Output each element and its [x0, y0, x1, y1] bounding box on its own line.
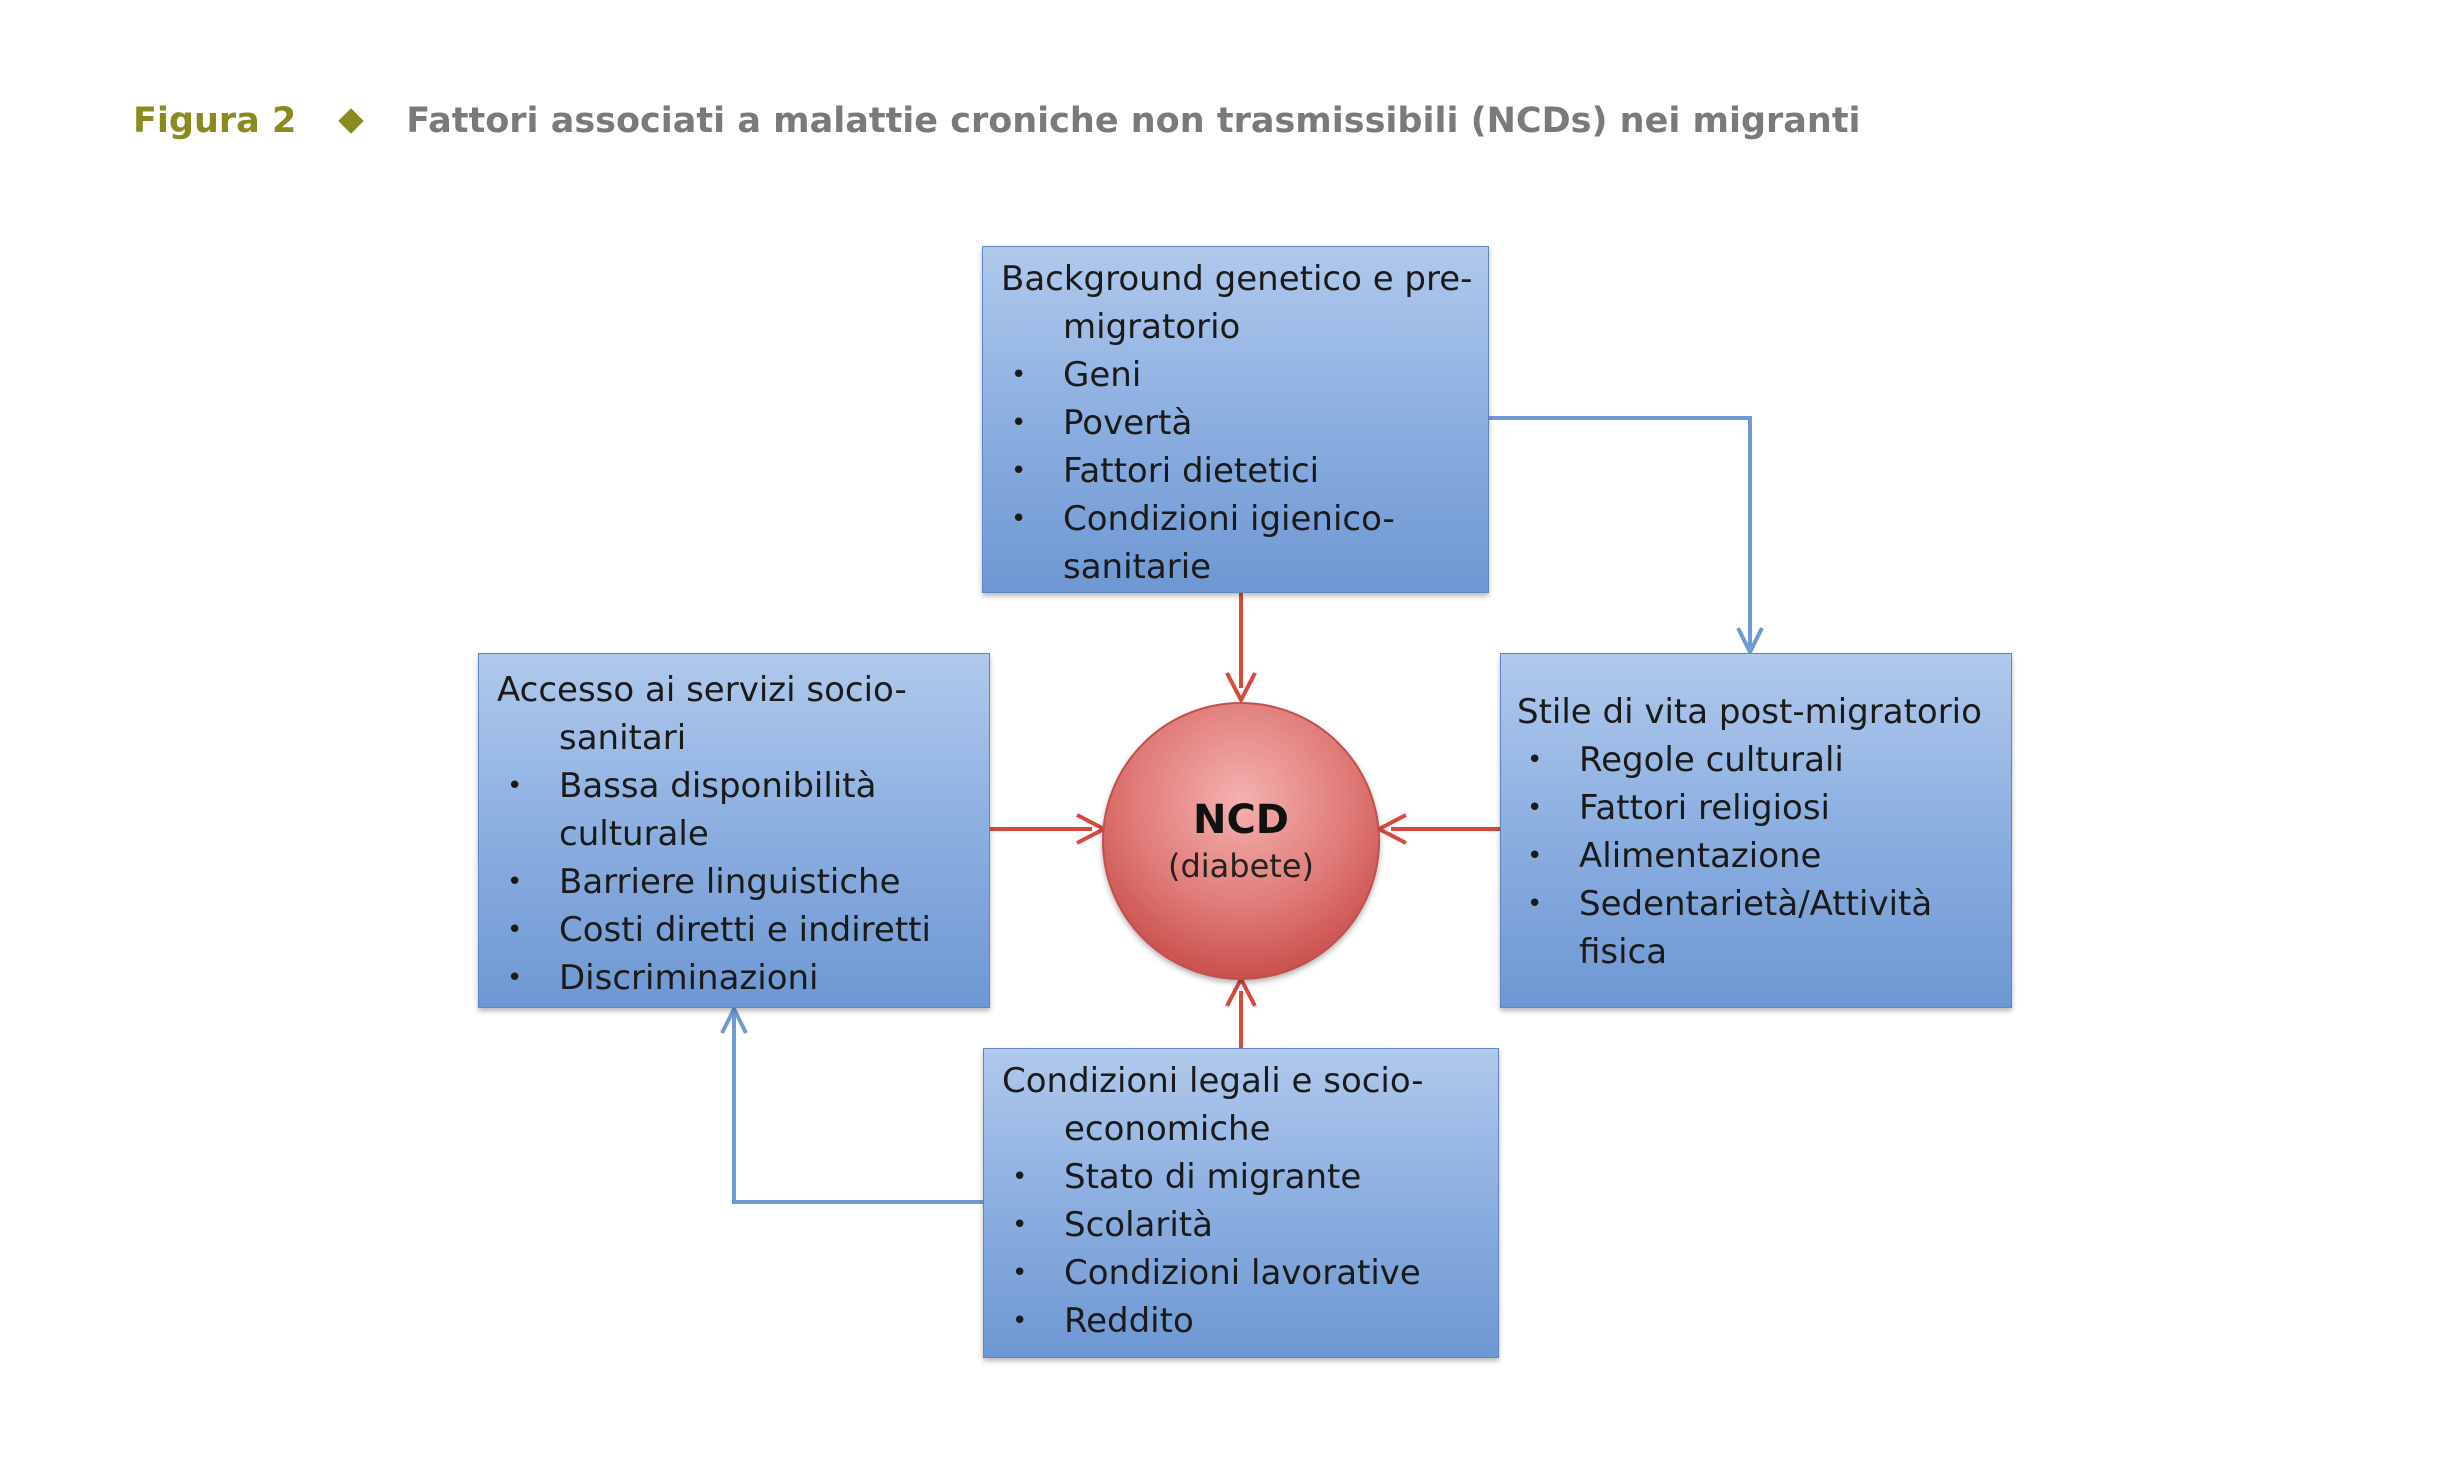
bullet-icon: •: [507, 915, 523, 945]
factor-list: • Bassa disponibilità culturale • Barriere…: [497, 762, 977, 1002]
list-item: • Alimentazione: [1517, 832, 1999, 880]
list-item: • Bassa disponibilità culturale: [497, 762, 977, 858]
list-item: • Sedentarietà/Attività fisica: [1517, 880, 1999, 976]
box-health-access: Accesso ai servizi socio-sanitari • Bassa…: [478, 653, 990, 1008]
list-item: • Scolarità: [1002, 1201, 1486, 1249]
ncd-title: NCD: [1192, 797, 1290, 843]
item-label: Reddito: [1064, 1301, 1194, 1341]
ncd-subtitle: (diabete): [1167, 847, 1314, 885]
list-item: • Condizioni igienico-sanitarie: [1001, 495, 1476, 591]
ncd-center-label: NCD (diabete): [1103, 703, 1379, 979]
list-item: • Barriere linguistiche: [497, 858, 977, 906]
list-item: • Regole culturali: [1517, 736, 1999, 784]
item-label: Discriminazioni: [559, 958, 819, 998]
bullet-icon: •: [507, 771, 523, 801]
bullet-icon: •: [1012, 1210, 1028, 1240]
figure-title: Fattori associati a malattie croniche no…: [406, 101, 1861, 141]
list-item: • Povertà: [1001, 399, 1476, 447]
factor-list: • Geni • Povertà • Fattori dietetici • Condi…: [1001, 351, 1476, 591]
bullet-icon: •: [1012, 1162, 1028, 1192]
box-genetic-background: Background genetico e pre-migratorio • Ge…: [982, 246, 1489, 593]
bullet-icon: •: [1527, 889, 1543, 919]
list-item: • Stato di migrante: [1002, 1153, 1486, 1201]
bullet-icon: •: [1011, 360, 1027, 390]
connector-right-to-center: [1374, 813, 1500, 845]
bullet-icon: •: [1527, 793, 1543, 823]
bullet-icon: •: [1012, 1306, 1028, 1336]
item-label: Scolarità: [1064, 1205, 1213, 1245]
list-item: • Fattori religiosi: [1517, 784, 1999, 832]
list-item: • Reddito: [1002, 1297, 1486, 1345]
item-label: Costi diretti e indiretti: [559, 910, 931, 950]
item-label: Fattori dietetici: [1063, 451, 1320, 491]
item-label: Sedentarietà/Attività fisica: [1579, 884, 1933, 972]
bullet-icon: •: [507, 867, 523, 897]
item-label: Condizioni igienico-sanitarie: [1063, 499, 1395, 587]
item-label: Geni: [1063, 355, 1142, 395]
list-item: • Geni: [1001, 351, 1476, 399]
ncd-circle: [1102, 702, 1380, 980]
factor-list: • Stato di migrante • Scolarità • Condizion…: [1002, 1153, 1486, 1345]
list-item: • Discriminazioni: [497, 954, 977, 1002]
box-title: Accesso ai servizi socio-sanitari: [497, 670, 907, 758]
figure-label: Figura 2: [133, 101, 297, 141]
list-item: • Costi diretti e indiretti: [497, 906, 977, 954]
box-lifestyle: Stile di vita post-migratorio • Regole cu…: [1500, 653, 2012, 1008]
figure-header: Figura 2 Fattori associati a malattie cr…: [133, 96, 1861, 146]
item-label: Fattori religiosi: [1579, 788, 1830, 828]
box-title: Condizioni legali e socio-economiche: [1002, 1061, 1424, 1149]
bullet-icon: •: [1011, 504, 1027, 534]
item-label: Bassa disponibilità culturale: [559, 766, 877, 854]
factor-list: • Regole culturali • Fattori religiosi • Al…: [1517, 736, 1999, 976]
item-label: Stato di migrante: [1064, 1157, 1362, 1197]
bullet-icon: •: [1011, 408, 1027, 438]
item-label: Povertà: [1063, 403, 1193, 443]
bullet-icon: •: [1011, 456, 1027, 486]
connector-bottom-to-center: [1225, 974, 1257, 1048]
box-title: Background genetico e pre-migratorio: [1001, 259, 1473, 347]
bullet-icon: •: [1527, 745, 1543, 775]
box-title: Stile di vita post-migratorio: [1517, 692, 1982, 732]
connector-top-to-center: [1225, 593, 1257, 705]
bullet-icon: •: [507, 963, 523, 993]
list-item: • Condizioni lavorative: [1002, 1249, 1486, 1297]
item-label: Condizioni lavorative: [1064, 1253, 1421, 1293]
box-legal-socioeconomic: Condizioni legali e socio-economiche • St…: [983, 1048, 1499, 1358]
bullet-icon: •: [1012, 1258, 1028, 1288]
item-label: Regole culturali: [1579, 740, 1844, 780]
list-item: • Fattori dietetici: [1001, 447, 1476, 495]
connector-top-to-right: [1489, 416, 1764, 657]
connector-bottom-to-left: [720, 1004, 983, 1204]
item-label: Barriere linguistiche: [559, 862, 901, 902]
connector-left-to-center: [990, 813, 1109, 845]
bullet-icon: •: [1527, 841, 1543, 871]
item-label: Alimentazione: [1579, 836, 1822, 876]
